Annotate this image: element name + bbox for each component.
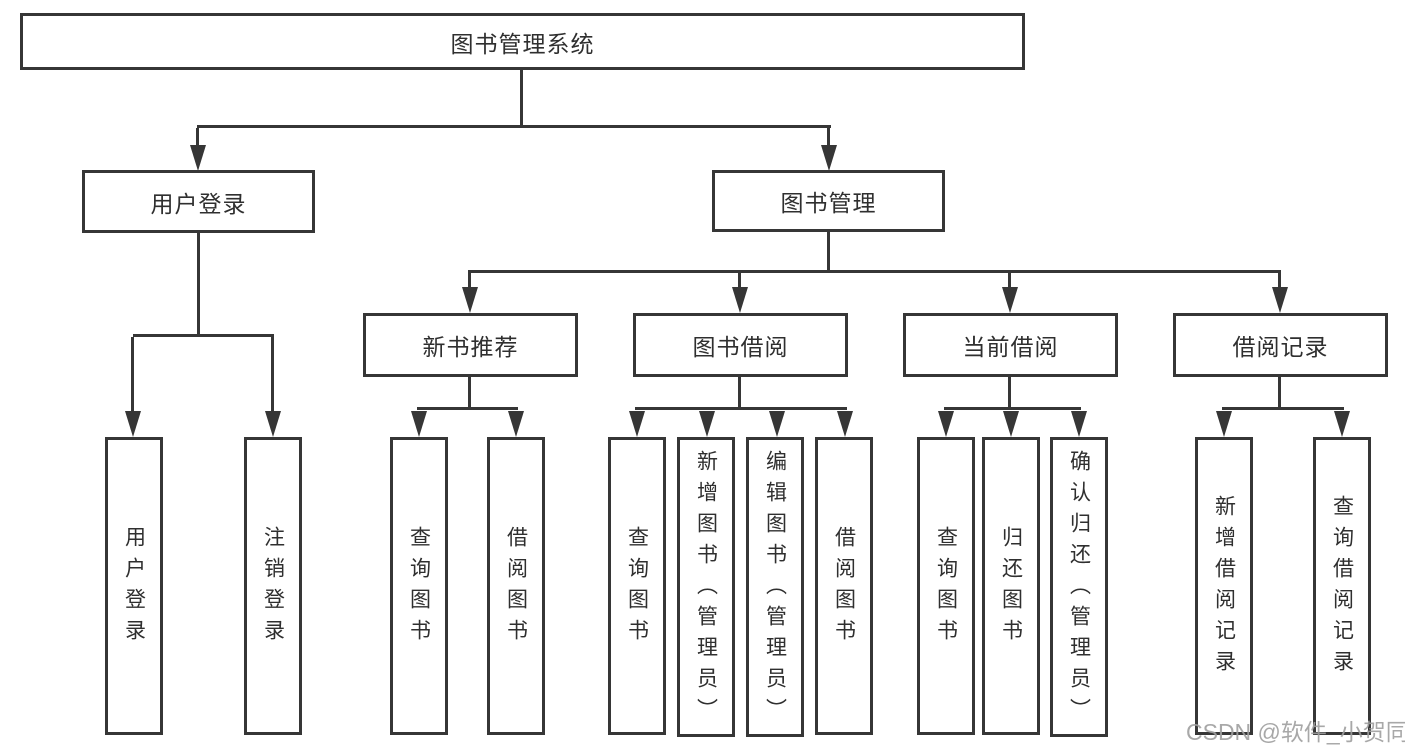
connector-user-login-down [197, 233, 200, 337]
connector-records-rail [1222, 407, 1344, 410]
connector-level3-stub [1278, 273, 1281, 289]
connector-level3-rail [468, 270, 1281, 273]
connector-level3-stub [738, 273, 741, 289]
arrow-down-icon [125, 411, 141, 437]
arrow-down-icon [769, 411, 785, 437]
node-root: 图书管理系统 [20, 13, 1025, 70]
leaf-user-login: 用户登录 [105, 437, 163, 735]
connector-level3-stub [1008, 273, 1011, 289]
leaf-query-book-recommend: 查询图书 [390, 437, 448, 735]
leaf-return-book: 归还图书 [982, 437, 1040, 735]
arrow-down-icon [732, 287, 748, 313]
arrow-down-icon [821, 145, 837, 171]
arrow-down-icon [1334, 411, 1350, 437]
connector-book-mgmt-down [827, 232, 830, 273]
arrow-down-icon [462, 287, 478, 313]
csdn-watermark: CSDN @软件_小贺同学 [1186, 719, 1405, 745]
arrow-down-icon [508, 411, 524, 437]
arrow-down-icon [629, 411, 645, 437]
node-book-borrow: 图书借阅 [633, 313, 848, 377]
connector-recommend-down [468, 377, 471, 410]
node-borrow-records: 借阅记录 [1173, 313, 1388, 377]
node-new-book-recommend: 新书推荐 [363, 313, 578, 377]
leaf-query-book-borrow: 查询图书 [608, 437, 666, 735]
connector-user-login-stub [196, 128, 199, 148]
leaf-add-book-admin: 新增图书（管理员） [677, 437, 735, 737]
connector-current-rail [944, 407, 1081, 410]
arrow-down-icon [411, 411, 427, 437]
connector-user-login-rail [133, 334, 274, 337]
arrow-down-icon [1002, 287, 1018, 313]
connector-level3-stub [468, 273, 471, 289]
leaf-query-book-current: 查询图书 [917, 437, 975, 735]
leaf-add-borrow-record: 新增借阅记录 [1195, 437, 1253, 735]
connector-borrow-rail [635, 407, 847, 410]
connector-book-mgmt-stub [827, 128, 830, 148]
connector-leaf-stub [271, 337, 274, 413]
leaf-query-borrow-record: 查询借阅记录 [1313, 437, 1371, 735]
leaf-edit-book-admin: 编辑图书（管理员） [746, 437, 804, 737]
arrow-down-icon [190, 145, 206, 171]
connector-current-down [1008, 377, 1011, 410]
connector-root-stub [520, 70, 523, 128]
arrow-down-icon [1216, 411, 1232, 437]
connector-records-down [1278, 377, 1281, 410]
arrow-down-icon [1071, 411, 1087, 437]
leaf-confirm-return-admin: 确认归还（管理员） [1050, 437, 1108, 737]
arrow-down-icon [265, 411, 281, 437]
connector-borrow-down [738, 377, 741, 410]
node-user-login: 用户登录 [82, 170, 315, 233]
leaf-borrow-book: 借阅图书 [815, 437, 873, 735]
connector-leaf-stub [131, 337, 134, 413]
leaf-borrow-book-recommend: 借阅图书 [487, 437, 545, 735]
arrow-down-icon [699, 411, 715, 437]
leaf-logout: 注销登录 [244, 437, 302, 735]
connector-recommend-rail [417, 407, 518, 410]
node-current-borrow: 当前借阅 [903, 313, 1118, 377]
node-book-management: 图书管理 [712, 170, 945, 232]
connector-level2-rail [197, 125, 831, 128]
arrow-down-icon [1003, 411, 1019, 437]
arrow-down-icon [938, 411, 954, 437]
arrow-down-icon [1272, 287, 1288, 313]
arrow-down-icon [837, 411, 853, 437]
